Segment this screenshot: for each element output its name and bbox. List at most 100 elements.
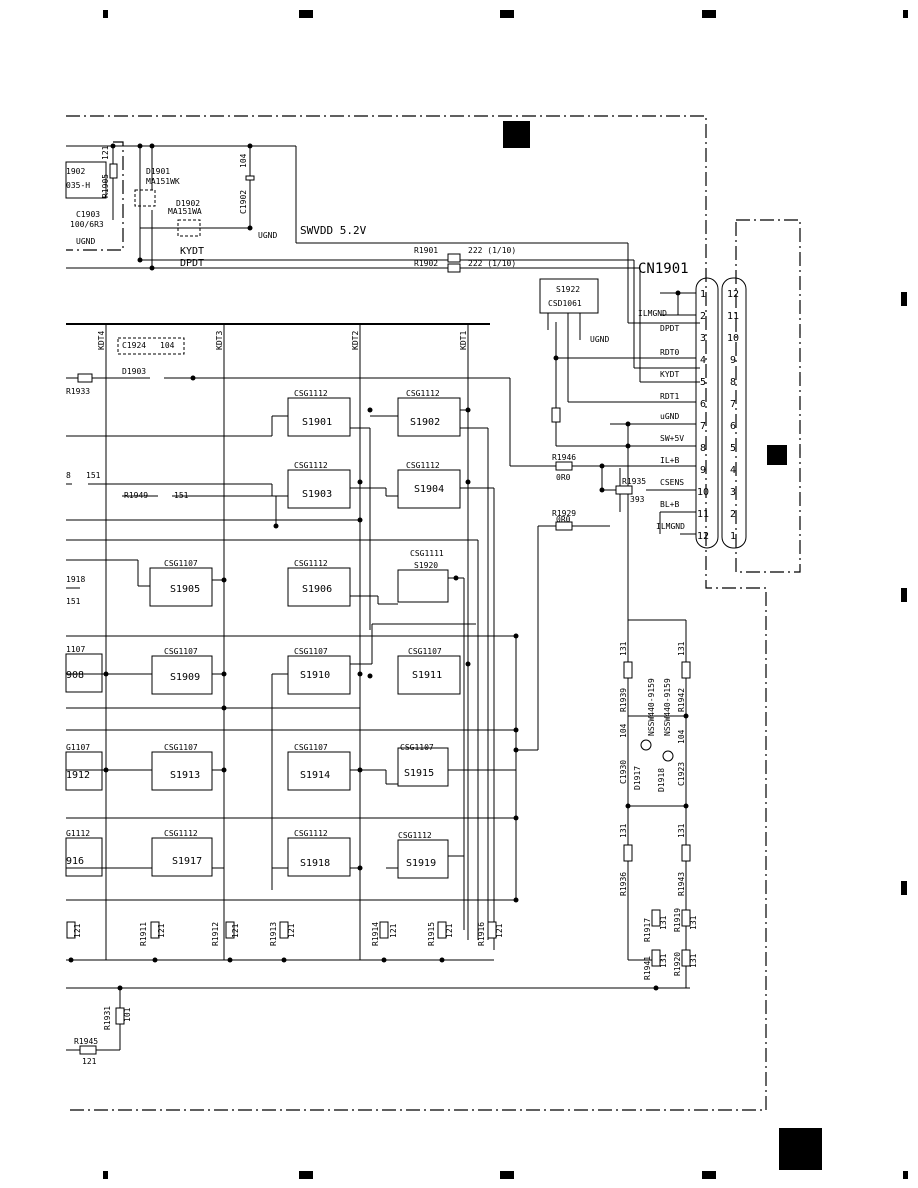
label-r1901-val: 222 (1/10) [468,246,516,255]
label-r1917: R1917 [643,918,652,942]
label-c1930: C1930 [619,760,628,784]
switch-ref-s1910: S1910 [300,670,330,681]
label-r1935-val: 393 [630,495,645,504]
switch-ref-s1901: S1901 [302,417,332,428]
connector-cn1901 [695,277,747,549]
label-r1915-val: 121 [445,923,454,938]
switch-labels: CSG1112 S1901 CSG1112 S1902 CSG1112 S190… [66,389,444,869]
cn-pin-l-8: 8 [700,443,706,454]
switch-type-s1903: CSG1112 [294,461,328,470]
net-kdt3: KDT3 [215,331,224,350]
signal-blb: BL+B [660,500,679,509]
signal-ilmgnd-1: ILMGND [638,309,667,318]
cn-pin-r-12: 1 [730,531,736,542]
cn-pin-r-3: 10 [727,333,739,344]
label-r1918-val: 151 [66,597,81,606]
section-block-top [503,121,530,148]
label-r1913: R1913 [269,922,278,946]
signal-ugnd: uGND [660,412,679,421]
switch-ref-s1906: S1906 [302,584,332,595]
cn-pin-l-12: 12 [697,531,709,542]
cn-pin-l-11: 11 [697,509,709,520]
label-r1913-val: 121 [287,923,296,938]
section-block-right [767,445,787,465]
label-c1903-val: 100/6R3 [70,220,104,229]
label-r1941: R1941 [643,956,652,980]
label-d1902-val: MA151WA [168,207,202,216]
cn-pin-r-1: 12 [727,289,739,300]
switch-type-s1906: CSG1112 [294,559,328,568]
label-r1945-val: 121 [82,1057,97,1066]
label-r1920: R1920 [673,952,682,976]
label-d1902: D1902 [176,199,200,208]
cn-pin-l-7: 7 [700,421,706,432]
net-swvdd: SWVDD 5.2V [300,224,367,237]
label-d1901-val: MA151WK [146,177,180,186]
label-r1943-val: 131 [677,823,686,838]
cn-pin-l-6: 6 [700,399,706,410]
signal-kydt: KYDT [660,370,679,379]
cn-pin-l-10: 10 [697,487,709,498]
switch-type-s1905: CSG1107 [164,559,198,568]
switch-ref-s1913: S1913 [170,770,200,781]
top-wiring [65,143,700,383]
cn-pin-r-6: 7 [730,399,736,410]
net-ugnd3: UGND [590,335,609,344]
label-r1919: R1919 [673,908,682,932]
label-r1929: R1929 [552,509,576,518]
label-r1902-val: 222 (1/10) [468,259,516,268]
signal-dpdt: DPDT [660,324,679,333]
label-r1946-val: 0R0 [556,473,571,482]
label-r1916-val: 121 [495,923,504,938]
label-r1911-val: 121 [157,923,166,938]
label-c1902: C1902 [239,190,248,214]
label-r1902: R1902 [414,259,438,268]
page-corner-block [779,1128,822,1170]
label-r1941-val: 131 [659,953,668,968]
switch-ref-s1920: S1920 [414,561,438,570]
label-r1905-val: 121 [101,145,110,160]
label-s1922-val: CSD1061 [548,299,582,308]
label-r1914-val: 121 [389,923,398,938]
label-r1931: R1931 [103,1006,112,1030]
label-r1915: R1915 [427,922,436,946]
label-r1949: R1949 [124,491,148,500]
net-labels: SWVDD 5.2V KYDT DPDT UGND UGND UGND KDT4… [76,224,609,350]
net-kdt1: KDT1 [459,331,468,350]
switch-type-s1902: CSG1112 [406,389,440,398]
net-kydt: KYDT [180,246,204,257]
net-ugnd: UGND [258,231,277,240]
label-r1918: 1918 [66,575,85,584]
label-d1918: D1918 [657,768,666,792]
label-r1914: R1914 [371,922,380,946]
s1922-switch [539,278,599,340]
label-r1945: R1945 [74,1037,98,1046]
connector-ref: CN1901 [638,261,689,277]
cn-pin-l-3: 3 [700,333,706,344]
switch-boxes [65,397,461,879]
label-r1912: R1912 [211,922,220,946]
label-c1923-val: 104 [677,729,686,744]
switch-type-s1919: CSG1112 [398,831,432,840]
label-r1936: R1936 [619,872,628,896]
switch-type-s1913: CSG1107 [164,743,198,752]
label-r-left1: 8 [66,471,71,480]
switch-type-s1910: CSG1107 [294,647,328,656]
label-d1903: D1903 [122,367,146,376]
net-ugnd2: UGND [76,237,95,246]
cn-pin-r-5: 8 [730,377,736,388]
switch-type-s1901: CSG1112 [294,389,328,398]
label-r1920-val: 131 [689,953,698,968]
switch-type-s1916: G1112 [66,829,90,838]
label-d1901: D1901 [146,167,170,176]
switch-ref-s1916: 916 [66,856,84,867]
label-r1916: R1916 [477,922,486,946]
switch-ref-s1914: S1914 [300,770,330,781]
label-r-left1-val: 151 [86,471,101,480]
label-r1901: R1901 [414,246,438,255]
switch-ref-s1919: S1919 [406,858,436,869]
switch-ref-s1911: S1911 [412,670,442,681]
cn-pin-l-2: 2 [700,311,706,322]
label-r1942: R1942 [677,688,686,712]
label-r1939: R1939 [619,688,628,712]
